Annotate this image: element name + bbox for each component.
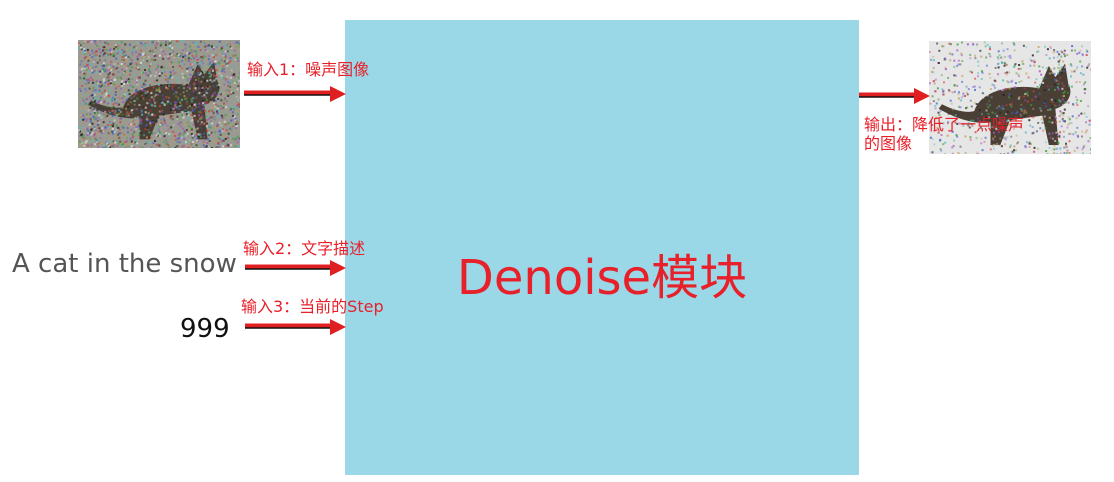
arrow-input3 bbox=[245, 319, 346, 335]
text-prompt-value: A cat in the snow bbox=[12, 249, 237, 279]
input3-label: 输入3：当前的Step bbox=[241, 297, 384, 316]
step-value: 999 bbox=[180, 314, 230, 344]
arrow-input1 bbox=[244, 86, 346, 102]
input1-label: 输入1：噪声图像 bbox=[247, 60, 370, 79]
denoise-block: Denoise模块 bbox=[345, 20, 859, 475]
less-noisy-cat-image bbox=[929, 41, 1091, 154]
output-image-canvas bbox=[929, 41, 1091, 154]
noisy-cat-image bbox=[78, 40, 240, 148]
input2-label: 输入2：文字描述 bbox=[243, 239, 366, 258]
arrow-output bbox=[859, 88, 930, 104]
arrow-input2 bbox=[245, 260, 346, 276]
denoise-block-label: Denoise模块 bbox=[456, 250, 748, 306]
noisy-image-canvas bbox=[78, 40, 240, 148]
output-label: 输出：降低了一点噪声的图像 bbox=[864, 115, 1025, 153]
